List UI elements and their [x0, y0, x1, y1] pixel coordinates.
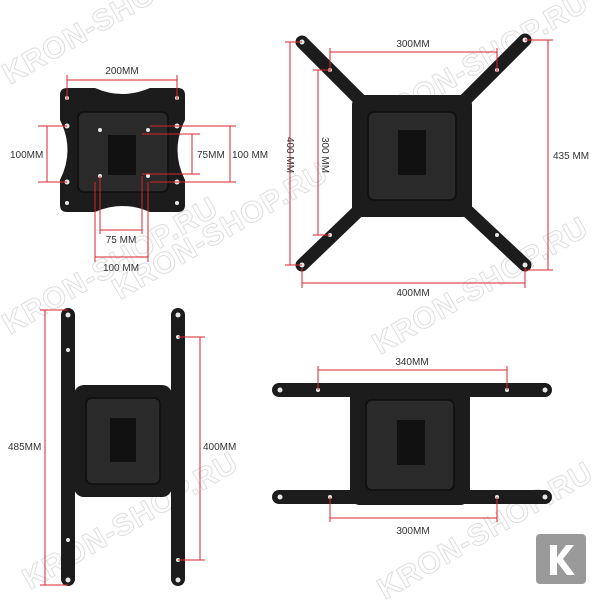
watermark: KRON-SHOP.RU	[0, 0, 224, 91]
bottom-width-label: 300MM	[396, 526, 429, 537]
right-height-label: 100 MM	[232, 150, 268, 161]
top-width-label: 300MM	[396, 39, 429, 50]
top-width-label: 340MM	[395, 357, 428, 368]
inner-height-label: 300 MM	[319, 137, 330, 173]
outer-width-label: 100 MM	[103, 263, 139, 274]
total-height-label: 435 MM	[553, 151, 589, 162]
bottom-width-label: 400MM	[396, 288, 429, 299]
outer-height-label: 400 MM	[284, 137, 295, 173]
wide-rail-mount: 340MM 300MM	[272, 357, 552, 537]
brand-logo	[536, 534, 586, 584]
width-200-label: 200MM	[105, 66, 138, 77]
inner-width-label: 75 MM	[106, 235, 137, 246]
left-height-label: 100MM	[10, 150, 43, 161]
watermark: KRON-SHOP.RU	[367, 211, 594, 361]
small-plate-mount: 200MM 100MM 75MM 100 MM 75 MM 100 MM	[10, 66, 268, 274]
h-rail-mount: 485MM 400MM	[8, 308, 236, 586]
total-height-label: 485MM	[8, 442, 41, 453]
hole-height-label: 400MM	[203, 442, 236, 453]
inner-height-label: 75MM	[197, 150, 225, 161]
x-arm-mount: 300MM 400 MM 300 MM 435 MM 400MM	[284, 33, 589, 299]
